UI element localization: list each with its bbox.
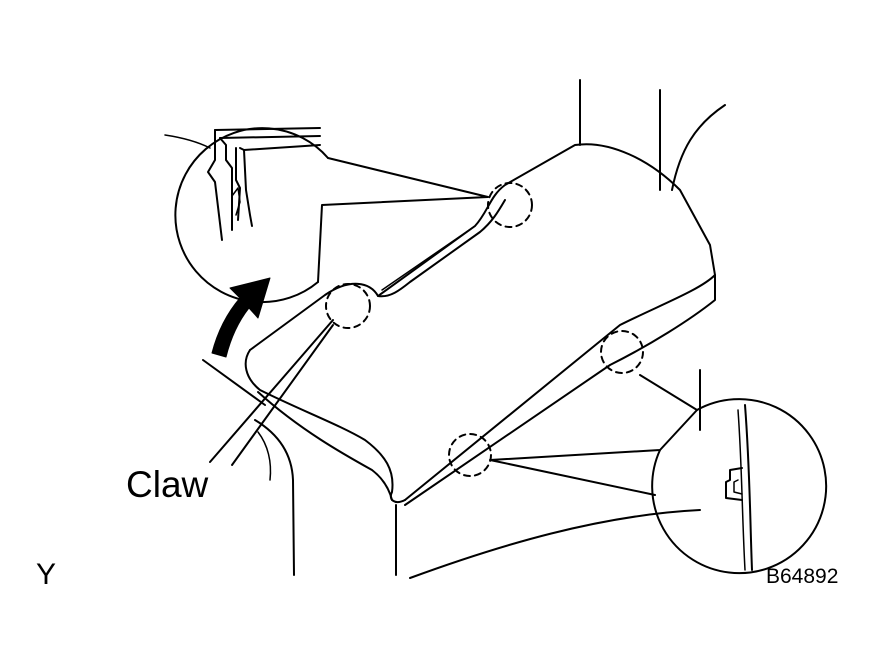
- claw-label: Claw: [126, 464, 209, 505]
- detail-callout-lower: [489, 374, 828, 575]
- claw-marker-top-left: [325, 283, 371, 329]
- claw-markers: [325, 182, 644, 477]
- console-lid: [244, 143, 716, 506]
- claw-marker-side-rear: [600, 330, 644, 374]
- background-structure: [202, 79, 726, 579]
- claw-marker-top-right: [487, 182, 533, 228]
- detail-callout-upper: [164, 127, 489, 304]
- corner-label: Y: [36, 558, 57, 591]
- lift-arrow-icon: [211, 277, 271, 358]
- claw-leaders: [209, 319, 334, 466]
- claw-marker-side-front: [448, 433, 492, 477]
- figure-code: B64892: [766, 565, 839, 588]
